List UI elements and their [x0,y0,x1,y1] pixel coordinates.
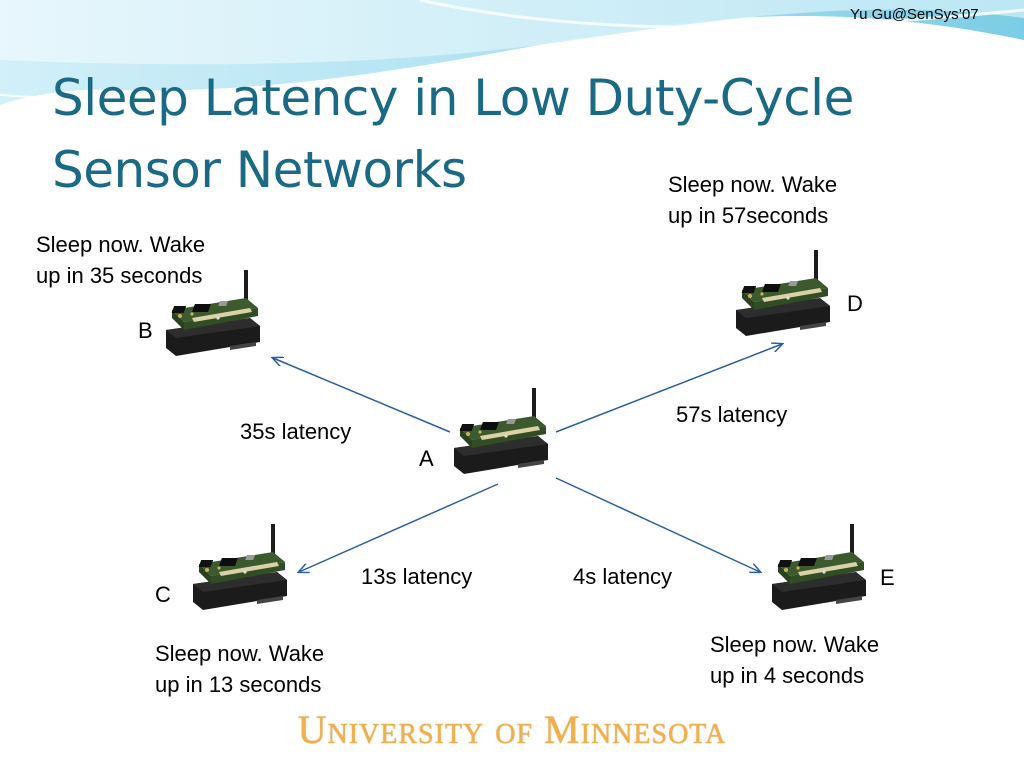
message-node-b-line-2: up in 35 seconds [36,263,203,288]
message-node-b-line-1: Sleep now. Wake [36,232,206,257]
university-logo-text: University of Minnesota [297,707,727,752]
node-label-a: A [419,446,434,471]
sensor-mote-d [736,250,830,336]
message-node-c: Sleep now. Wake up in 13 seconds [155,638,324,700]
node-label-c: C [155,582,171,607]
arrow-a-to-b [273,358,451,433]
arrow-a-to-c [299,483,499,572]
latency-label-d: 57s latency [676,402,788,427]
message-node-c-line-2: up in 13 seconds [155,672,322,697]
node-label-e: E [880,565,895,590]
message-node-c-line-1: Sleep now. Wake [155,641,325,666]
message-node-e-line-1: Sleep now. Wake [710,632,880,657]
slide-title: Sleep Latency in Low Duty-Cycle Sensor N… [52,62,932,206]
message-node-e: Sleep now. Wake up in 4 seconds [710,629,879,691]
latency-label-e: 4s latency [573,564,673,589]
message-node-e-line-2: up in 4 seconds [710,663,865,688]
arrow-a-to-d [555,344,782,433]
slide-title-line-2: Sensor Networks [52,141,467,199]
slide-title-line-1: Sleep Latency in Low Duty-Cycle [52,69,854,127]
message-node-b: Sleep now. Wake up in 35 seconds [36,229,205,291]
author-credit: Yu Gu@SenSys’07 [850,6,979,23]
sensor-mote-e [772,524,866,610]
arrow-a-to-e [555,477,760,572]
sensor-mote-c [193,524,287,610]
node-label-d: D [847,291,863,316]
message-node-d: Sleep now. Wake up in 57seconds [668,169,837,231]
node-label-b: B [138,318,153,343]
message-node-d-line-2: up in 57seconds [668,203,829,228]
message-node-d-line-1: Sleep now. Wake [668,172,838,197]
header-wave-decoration [0,0,1024,105]
sensor-mote-a [454,388,548,474]
latency-label-b: 35s latency [240,419,352,444]
latency-label-c: 13s latency [361,564,473,589]
